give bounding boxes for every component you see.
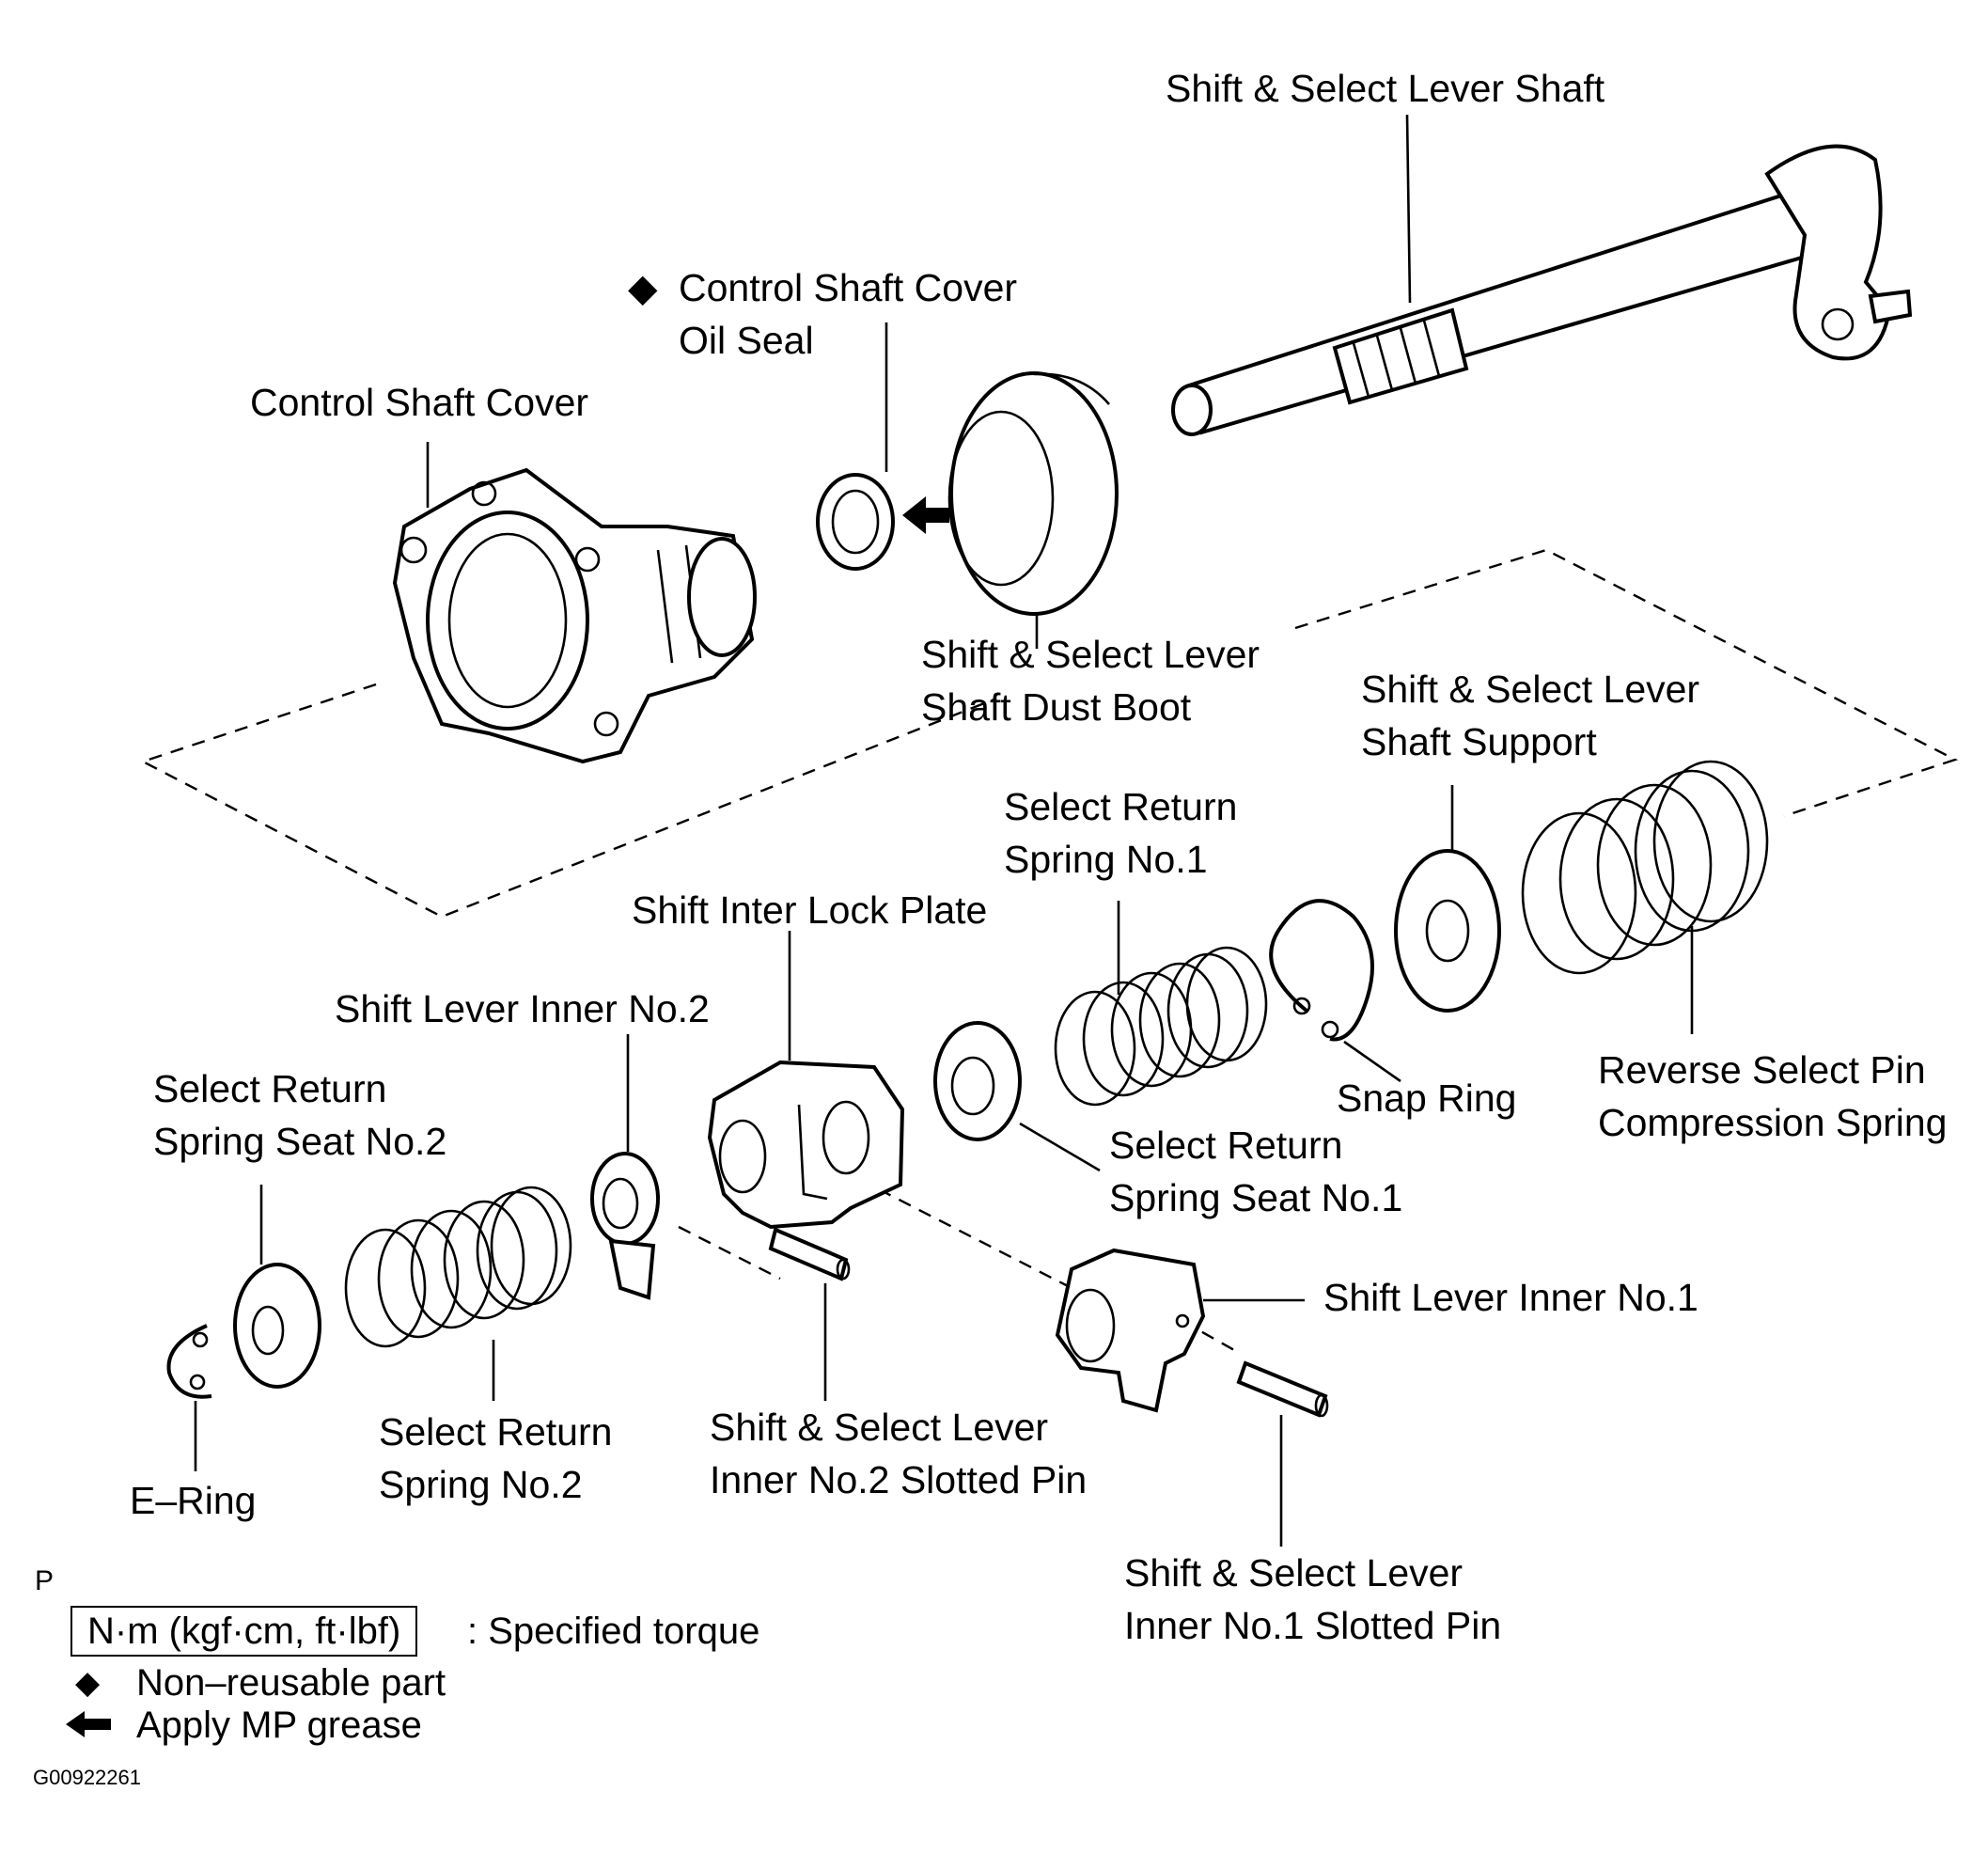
select-return-spring-seat-no1 [933, 1021, 1022, 1141]
label-select-return-spring-seat-no1: Select Return Spring Seat No.1 [1109, 1123, 1403, 1219]
label-shift-lever-inner-no1: Shift Lever Inner No.1 [1323, 1276, 1698, 1319]
label-e-ring: E–Ring [130, 1479, 257, 1522]
label-inner-no2-slotted-pin: Shift & Select Lever Inner No.2 Slotted … [710, 1406, 1088, 1501]
label-select-return-spring-seat-no2: Select Return Spring Seat No.2 [153, 1067, 447, 1163]
shift-select-lever-shaft [1171, 144, 1913, 436]
label-shaft-support: Shift & Select Lever Shaft Support [1361, 668, 1700, 763]
label-inner-no1-slotted-pin: Shift & Select Lever Inner No.1 Slotted … [1124, 1551, 1502, 1647]
inner-no2-slotted-pin [768, 1227, 851, 1281]
grease-arrow-icon [902, 496, 949, 534]
label-snap-ring: Snap Ring [1337, 1076, 1517, 1120]
select-return-spring-seat-no2 [233, 1263, 321, 1389]
label-select-return-spring-no2: Select Return Spring No.2 [379, 1410, 613, 1506]
control-shaft-cover [392, 467, 757, 764]
select-return-spring-no2 [344, 1186, 572, 1348]
shift-select-lever-shaft-dust-boot [947, 371, 1119, 616]
shift-lever-inner-no2 [590, 1152, 660, 1300]
legend-torque-box: N·m (kgf·cm, ft·lbf) [70, 1606, 418, 1657]
legend-torque-desc: : Specified torque [467, 1610, 760, 1652]
diamond-icon: ◆ [628, 266, 658, 309]
shift-select-lever-shaft-support [1394, 849, 1501, 1013]
shift-lever-inner-no1 [1055, 1248, 1206, 1413]
shift-inter-lock-plate [707, 1060, 905, 1230]
select-return-spring-no1 [1054, 946, 1268, 1107]
label-reverse-select-pin-spring: Reverse Select Pin Compression Spring [1598, 1048, 1948, 1144]
label-dust-boot: Shift & Select Lever Shaft Dust Boot [921, 633, 1260, 729]
label-shift-select-lever-shaft: Shift & Select Lever Shaft [1166, 67, 1605, 110]
label-select-return-spring-no1: Select Return Spring No.1 [1004, 785, 1238, 881]
legend-non-reusable: Non–reusable part [136, 1662, 446, 1704]
label-control-shaft-cover-oil-seal: Control Shaft Cover Oil Seal [679, 266, 1018, 362]
reverse-select-pin-compression-spring [1521, 760, 1769, 975]
figure-code: G00922261 [33, 1766, 141, 1789]
legend-arrow-left-icon [66, 1711, 111, 1737]
control-shaft-cover-oil-seal [816, 473, 895, 571]
snap-ring [1269, 899, 1374, 1042]
legend-apply-grease: Apply MP grease [136, 1705, 422, 1746]
e-ring [166, 1324, 212, 1399]
label-control-shaft-cover: Control Shaft Cover [250, 381, 589, 424]
leader-lines [194, 114, 1694, 1547]
label-shift-lever-inner-no2: Shift Lever Inner No.2 [335, 987, 710, 1030]
legend-diamond-icon: ◆ [75, 1665, 101, 1701]
page-marker: P [35, 1565, 55, 1596]
label-shift-inter-lock-plate: Shift Inter Lock Plate [632, 888, 988, 932]
inner-no1-slotted-pin [1236, 1360, 1329, 1418]
